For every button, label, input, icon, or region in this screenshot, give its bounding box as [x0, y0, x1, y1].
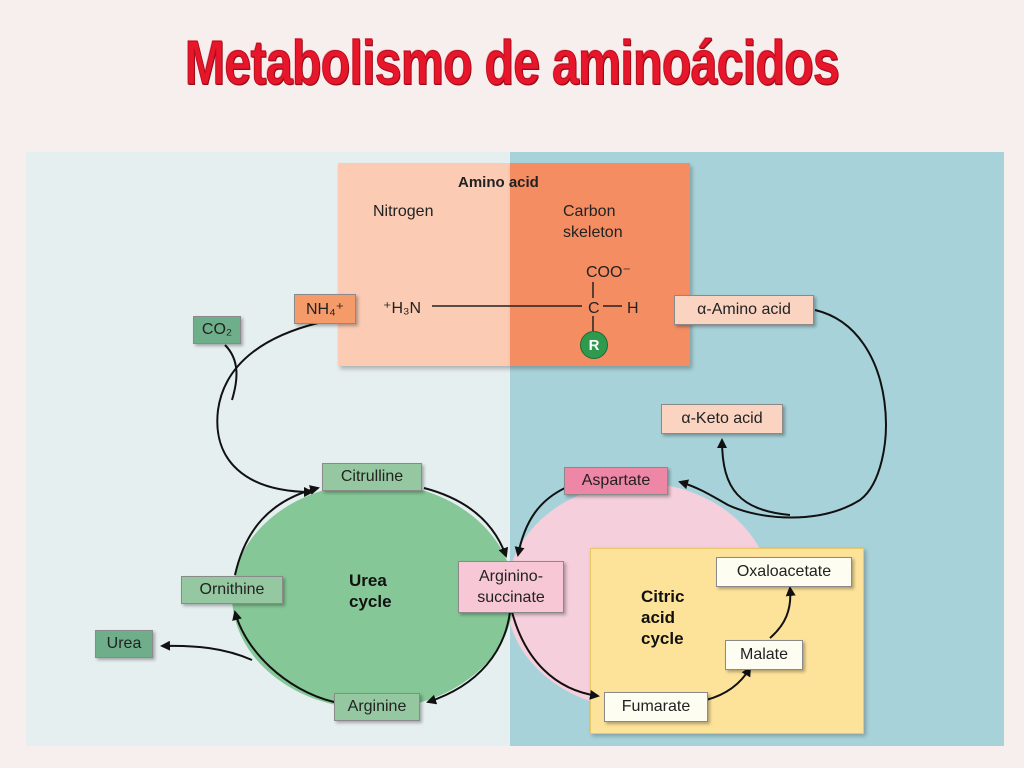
citric-cycle-label-line1: Citric: [641, 587, 685, 606]
amino-acid-nitrogen-box: [338, 163, 510, 366]
co2-node: CO₂: [193, 316, 241, 344]
arrow-fumarate-to-malate: [705, 666, 752, 701]
aspartate-node: Aspartate: [564, 467, 668, 495]
arrow-to-urea: [160, 640, 253, 661]
alpha-keto-acid-node: α-Keto acid: [661, 404, 783, 434]
arrow-ornithine-to-citrulline: [234, 485, 320, 576]
amino-acid-header: Amino acid: [458, 174, 539, 191]
oxaloacetate-node: Oxaloacetate: [716, 557, 852, 587]
arrow-malate-to-oxaloacetate: [769, 586, 796, 639]
hydrogen: H: [627, 300, 639, 317]
alpha-amino-acid-node: α-Amino acid: [674, 295, 814, 325]
r-group-circle: R: [580, 331, 608, 359]
arrow-argininosuccinate-to-fumarate: [511, 611, 600, 700]
arrow-arginine-to-ornithine: [232, 610, 335, 703]
urea-cycle-label-line2: cycle: [349, 592, 392, 611]
citric-cycle-label-line2: acid: [641, 608, 676, 627]
arrow-oxaloacetate-to-keto-acid: [717, 438, 791, 516]
arrow-citrulline-to-argininosuccinate: [423, 487, 509, 558]
nitrogen-label: Nitrogen: [373, 203, 434, 220]
citric-cycle-label-line3: cycle: [641, 629, 684, 648]
ornithine-node: Ornithine: [181, 576, 283, 604]
arrow-aspartate-to-argininosuccinate: [514, 487, 566, 557]
carbon-label-line1: Carbon: [563, 203, 616, 220]
nh4-node: NH₄⁺: [294, 294, 356, 324]
amino-group: ⁺H₃N: [383, 300, 422, 317]
r-group-label: R: [588, 336, 600, 354]
citrulline-node: Citrulline: [322, 463, 422, 491]
arrow-nh4-to-citrulline: [216, 322, 319, 497]
line-co2-join: [224, 344, 238, 401]
page-title: Metabolismo de aminoácidos: [184, 29, 840, 99]
arginine-node: Arginine: [334, 693, 420, 721]
urea-cycle-label-line1: Urea: [349, 571, 387, 590]
fumarate-node: Fumarate: [604, 692, 708, 722]
citric-cycle-label: Citric acid cycle: [641, 586, 684, 649]
alpha-carbon: C: [588, 300, 600, 317]
carbon-label-line2: skeleton: [563, 224, 623, 241]
arrow-amino-acid-to-aspartate: [678, 309, 887, 519]
carboxyl-group: COO⁻: [586, 264, 631, 281]
argininosuccinate-line2: succinate: [477, 589, 545, 606]
malate-node: Malate: [725, 640, 803, 670]
argininosuccinate-node: Arginino- succinate: [458, 561, 564, 613]
argininosuccinate-line1: Arginino-: [478, 568, 544, 585]
arrow-argininosuccinate-to-arginine: [426, 611, 511, 705]
urea-cycle-label: Urea cycle: [349, 570, 392, 612]
urea-node: Urea: [95, 630, 153, 658]
